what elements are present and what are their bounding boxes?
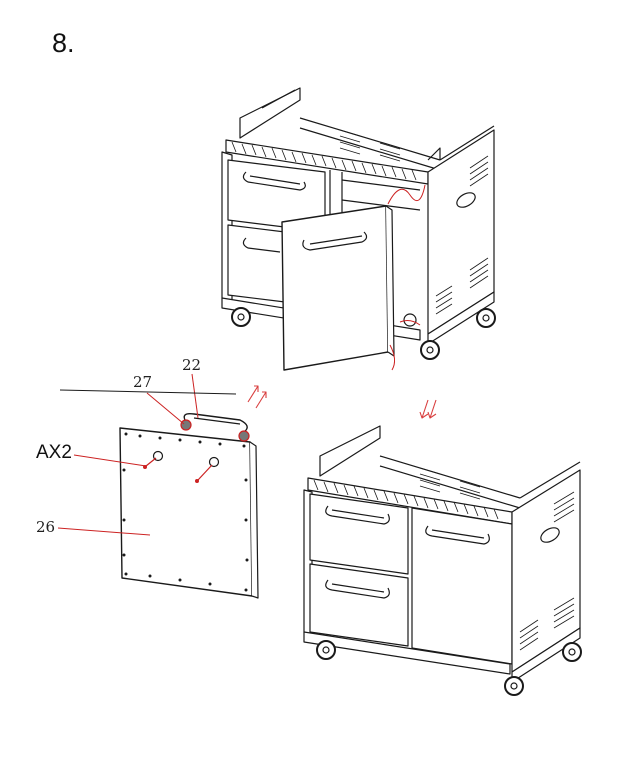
top-caster-wheels [231, 307, 496, 360]
reference-line [59, 389, 237, 395]
screw-right-icon [197, 464, 213, 481]
callout-26: 26 [36, 518, 56, 536]
back-vents-bottom [419, 467, 481, 500]
double-arrow-down-icon [419, 399, 437, 419]
bottom-drawer-2-handle-icon [325, 579, 390, 599]
door-tether-top [387, 184, 426, 205]
back-vents [339, 129, 401, 162]
leader-line-22 [191, 373, 199, 419]
step-number: 8. [52, 28, 75, 58]
bottom-side-handle-slot [540, 527, 560, 543]
handle-part [180, 412, 250, 442]
drawer-1-handle-icon [242, 171, 306, 191]
door-tether-bottom [389, 320, 421, 371]
side-vents-bottom [519, 491, 575, 651]
door-panel-screw-dots [122, 432, 249, 592]
callout-27: 27 [133, 373, 153, 391]
screw-left-icon [145, 457, 157, 467]
open-door-handle-icon [302, 231, 368, 251]
leader-line-27 [146, 392, 185, 425]
side-handle-slot [456, 192, 476, 208]
bottom-door-handle-icon [425, 525, 490, 545]
top-rail-teeth [231, 141, 417, 181]
open-door [281, 205, 395, 371]
hinge-pin-icon [180, 419, 192, 431]
cabinet-bottom [303, 425, 582, 696]
door-panel-part [119, 427, 259, 599]
callout-ax2: AX2 [36, 442, 72, 463]
double-arrow-up-right-icon [247, 385, 267, 409]
bottom-rail-teeth [313, 479, 499, 520]
bottom-drawer-1-handle-icon [325, 505, 390, 525]
callout-22: 22 [182, 356, 202, 374]
bottom-caster-wheels [316, 640, 582, 696]
cabinet-top [221, 87, 496, 371]
leader-line-26 [57, 527, 151, 536]
side-vents-top [435, 155, 489, 315]
leader-line-ax2 [73, 454, 147, 467]
